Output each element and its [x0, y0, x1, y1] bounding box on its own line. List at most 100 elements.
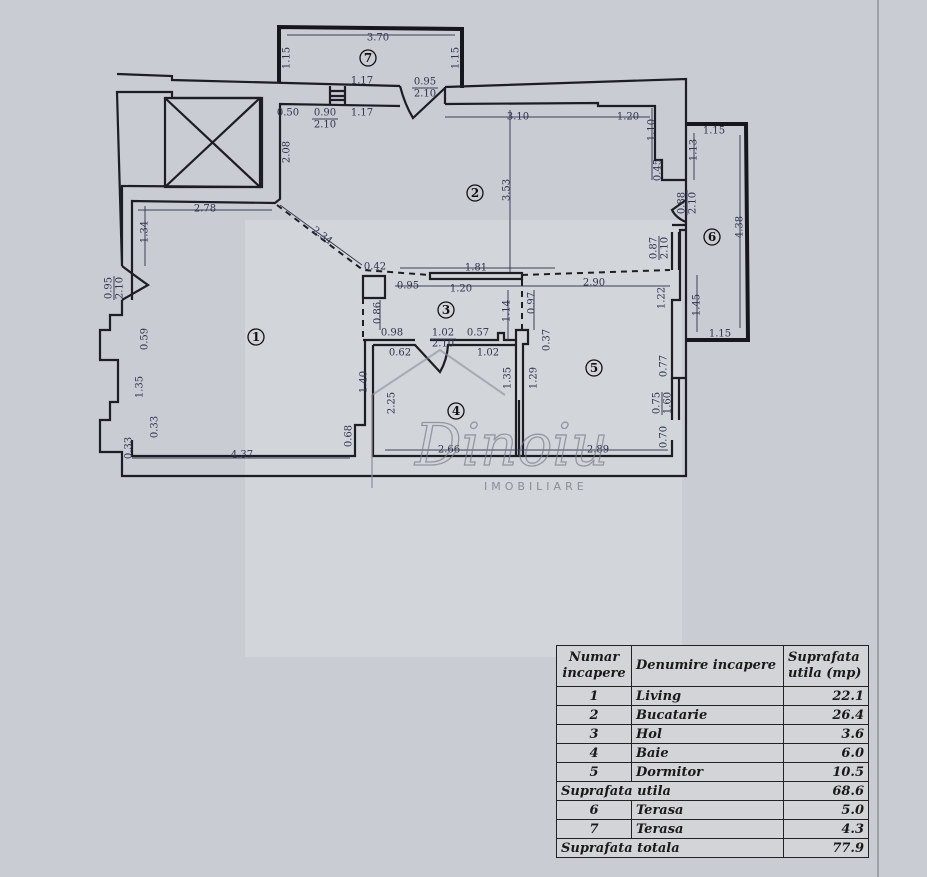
dim-label: 1.34: [140, 221, 151, 243]
dim-label: 0.87: [649, 237, 660, 259]
stair-steps: [328, 86, 447, 104]
terrace-7-wall: [277, 24, 464, 88]
cell-num: 1: [556, 686, 632, 706]
dim-label: 1.40: [359, 371, 370, 393]
dim-label: 0.37: [542, 329, 553, 351]
dim-label: 2.10: [660, 237, 671, 259]
dim-label: 1.15: [451, 47, 462, 69]
dim-label: 2.90: [583, 278, 605, 289]
svg-text:5: 5: [590, 361, 598, 375]
dim-label: 1.13: [689, 139, 700, 161]
dim-label: 2.08: [282, 141, 293, 163]
room-number-1: 1: [247, 328, 265, 346]
room-number-3: 3: [437, 301, 455, 319]
dim-label: 1.35: [135, 376, 146, 398]
watermark-overlay: [245, 220, 682, 657]
dim-label: 1.22: [657, 287, 668, 309]
dim-label: 0.33: [150, 416, 161, 438]
dim-label: 1.15: [282, 47, 293, 69]
dim-label: 0.50: [277, 108, 299, 119]
cell-num: 6: [556, 800, 632, 820]
inner-wall: [130, 101, 686, 300]
watermark-logo: Dinoiu IMOBILIARE: [371, 348, 609, 493]
dim-label: 0.90: [314, 108, 336, 119]
dim-label: 2.25: [387, 392, 398, 414]
dim-label: 0.95: [414, 77, 436, 88]
dim-label: 3.70: [367, 33, 389, 44]
dim-label: 1.17: [351, 76, 373, 87]
dim-label: 2.10: [432, 339, 454, 350]
dim-label: 1.14: [502, 300, 513, 322]
svg-text:7: 7: [364, 51, 372, 65]
dim-label: 1.20: [617, 112, 639, 123]
header-room-name: Denumire incapere: [631, 645, 784, 687]
area-table: Numar incapere Denumire incapere Suprafa…: [556, 645, 869, 858]
dim-label: 2.10: [314, 120, 336, 131]
dim-label: 1.10: [647, 119, 658, 141]
dim-label: 3.10: [507, 112, 529, 123]
dim-label: 0.42: [364, 262, 386, 273]
dim-label: 0.98: [381, 328, 403, 339]
dimension-lines: [132, 34, 741, 459]
svg-text:2: 2: [471, 186, 479, 200]
dim-label: 0.68: [344, 425, 355, 447]
dim-label: 1.81: [465, 263, 487, 274]
dim-label: 1.15: [703, 126, 725, 137]
dim-label: 0.97: [527, 292, 538, 314]
dimension-labels: 3.70 1.15 1.15 1.17 0.95 2.10 0.50 0.90 …: [104, 33, 746, 461]
dim-label: 0.62: [389, 348, 411, 359]
cell-name: Baie: [631, 743, 784, 763]
dim-label: 1.02: [477, 348, 499, 359]
cell-name: Living: [631, 686, 784, 706]
dim-label: 0.95: [397, 281, 419, 292]
dim-label: 2.10: [115, 277, 126, 299]
svg-text:IMOBILIARE: IMOBILIARE: [484, 480, 588, 493]
dim-label: 0.86: [373, 302, 384, 324]
cell-area: 22.1: [783, 686, 869, 706]
dim-label: 4.37: [231, 450, 253, 461]
cell-area: 5.0: [783, 800, 869, 820]
dim-label: 0.70: [659, 426, 670, 448]
dim-label: 1.20: [450, 284, 472, 295]
dim-label: 0.77: [659, 355, 670, 377]
dim-label: 1.45: [692, 294, 703, 316]
cell-num: 5: [556, 762, 632, 782]
dim-label: 2.34: [310, 225, 334, 247]
dim-label: 2.10: [414, 89, 436, 100]
room-number-4: 4: [447, 402, 465, 420]
svg-text:Dinoiu: Dinoiu: [414, 411, 608, 479]
cell-name: Bucatarie: [631, 705, 784, 725]
dim-label: 0.75: [652, 392, 663, 414]
subtotal-label: Suprafata utila: [556, 781, 784, 801]
page-edge: [877, 0, 879, 877]
cell-area: 3.6: [783, 724, 869, 744]
room-number-7: 7: [359, 49, 377, 67]
dim-label: 1.35: [503, 367, 514, 389]
dim-label: 1.29: [529, 367, 540, 389]
dim-label: 0.45: [653, 159, 664, 181]
dim-label: 1.17: [351, 108, 373, 119]
dim-label: 1.02: [432, 328, 454, 339]
room-number-5: 5: [585, 359, 603, 377]
subtotal-value: 68.6: [783, 781, 869, 801]
door-swing: [121, 85, 687, 301]
dim-label: 1.60: [663, 392, 674, 414]
header-room-number: Numar incapere: [556, 645, 632, 687]
cell-name: Hol: [631, 724, 784, 744]
cell-area: 26.4: [783, 705, 869, 725]
dim-label: 0.88: [677, 192, 688, 214]
dim-label: 2.78: [194, 204, 216, 215]
cell-area: 4.3: [783, 819, 869, 839]
total-label: Suprafata totala: [556, 838, 784, 858]
cell-name: Terasa: [631, 819, 784, 839]
dim-label: 0.33: [124, 437, 135, 459]
